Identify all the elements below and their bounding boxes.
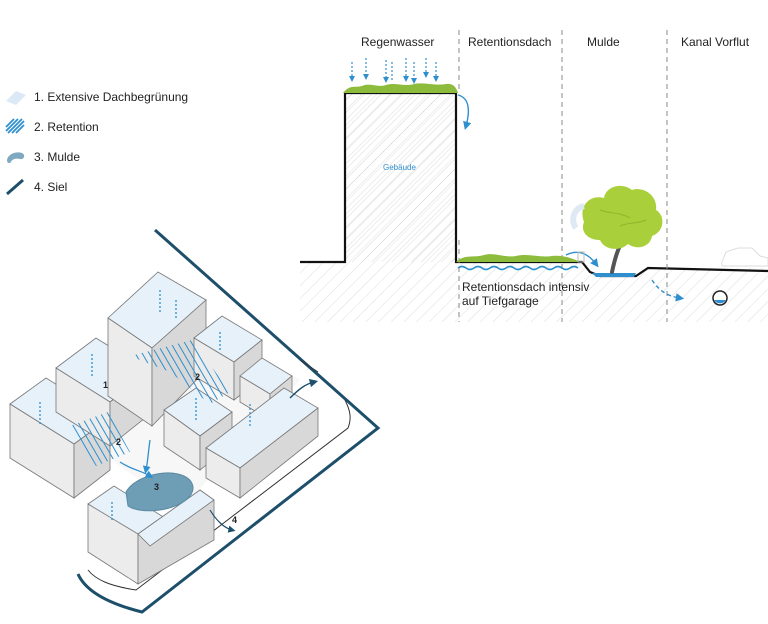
mulde-water <box>592 273 636 277</box>
legend-item-retention: 2. Retention <box>4 116 99 138</box>
marker-1: 1 <box>103 380 108 390</box>
axonometric-site: 1 2 2 3 4 <box>9 228 381 614</box>
retention-swatch-icon <box>5 118 25 134</box>
retention-roof-green <box>456 254 580 262</box>
retention-area <box>130 340 230 404</box>
building-block <box>205 387 319 499</box>
legend-item-dachbegruenung: 1. Extensive Dachbegrünung <box>4 86 188 108</box>
road-line <box>87 399 351 591</box>
outflow-arrow <box>651 279 685 302</box>
section-drawing: Regenwasser Retentionsdach Mulde Kanal V… <box>300 30 768 322</box>
sewer-pipe-water <box>714 300 726 304</box>
retention-note-line2: auf Tiefgarage <box>462 294 539 308</box>
roof-runoff-arrow <box>457 94 472 131</box>
roof-drain-arrows <box>39 290 251 522</box>
retention-water-wave <box>457 265 579 271</box>
retention-note-line1: Retentionsdach intensiv <box>462 280 589 294</box>
mulde-swatch-icon <box>7 152 25 164</box>
legend-label: 2. Retention <box>34 120 99 134</box>
building-label: Gebäude <box>383 163 416 172</box>
siel-outflow-arrow <box>289 378 319 399</box>
marker-4: 4 <box>232 515 237 525</box>
building-block <box>87 485 215 585</box>
bollard <box>577 251 585 263</box>
legend-item-siel: 4. Siel <box>4 176 67 198</box>
green-roof-swatch-icon <box>6 91 26 105</box>
legend-label: 3. Mulde <box>34 150 81 164</box>
column-heading-mulde: Mulde <box>587 35 620 49</box>
green-roof <box>343 83 458 93</box>
legend-item-mulde: 3. Mulde <box>4 146 80 168</box>
building-body <box>345 93 456 262</box>
siel-swatch-icon <box>6 178 24 196</box>
tree <box>570 185 663 274</box>
legend-label: 1. Extensive Dachbegrünung <box>34 90 189 104</box>
column-heading-regenwasser: Regenwasser <box>361 35 434 49</box>
retention-area <box>70 412 130 466</box>
car-sketch <box>721 247 768 267</box>
siel-line <box>76 228 381 614</box>
marker-2: 2 <box>195 372 200 382</box>
column-heading-kanal-vorflut: Kanal Vorflut <box>681 35 750 49</box>
rain-arrows <box>349 58 439 84</box>
road-line <box>299 359 319 373</box>
marker-3: 3 <box>154 482 159 492</box>
column-heading-retentionsdach: Retentionsdach <box>468 35 551 49</box>
legend-label: 4. Siel <box>34 180 68 194</box>
marker-2: 2 <box>116 437 121 447</box>
siel-inflow-arrow <box>209 509 236 533</box>
